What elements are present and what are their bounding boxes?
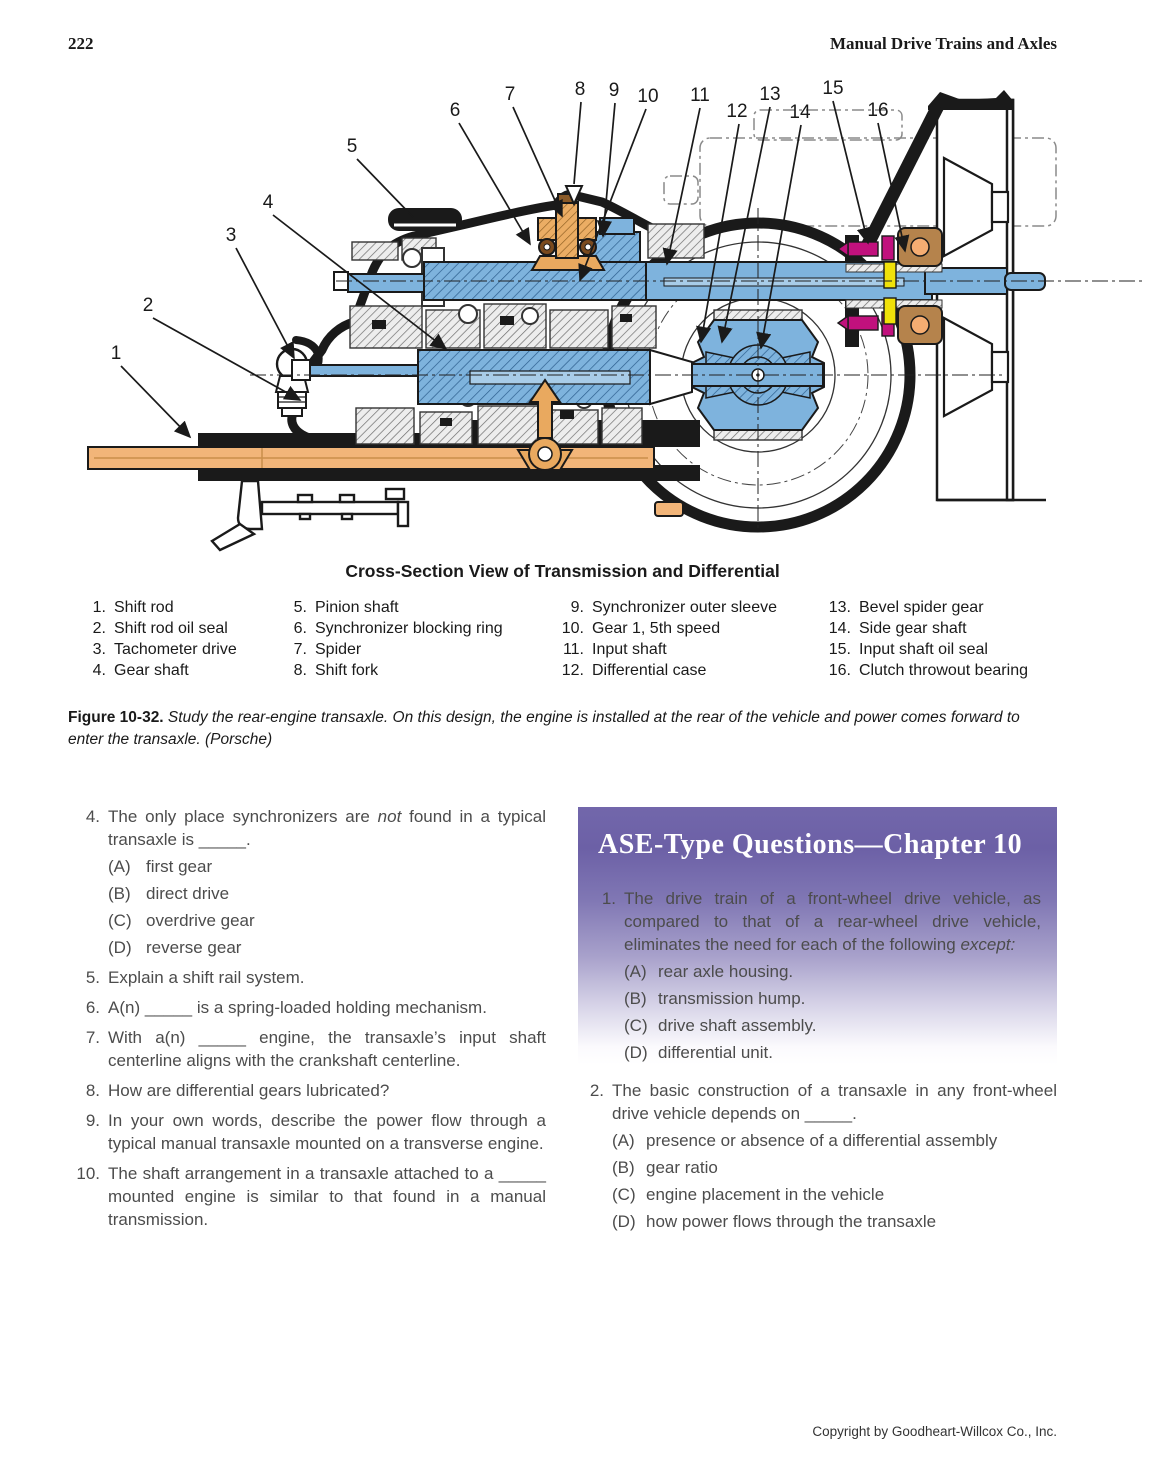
option-a: (A)rear axle housing.	[624, 962, 794, 981]
option-a: (A)presence or absence of a differential…	[612, 1131, 998, 1150]
callout-16: 16	[867, 100, 888, 121]
question-8: 8. How are differential gears lubricated…	[85, 1081, 390, 1100]
callout-7: 7	[505, 84, 516, 105]
option-b: (B)transmission hump.	[624, 989, 806, 1008]
question-5: 5. Explain a shift rail system.	[85, 968, 305, 987]
mounting-bracket	[210, 479, 410, 552]
copyright-footer: Copyright by Goodheart-Willcox Co., Inc.	[812, 1424, 1057, 1439]
legend-item: 16.Clutch throwout bearing	[828, 662, 1028, 679]
question-7: 7. With a(n) _____ engine, the transaxle…	[85, 1028, 546, 1070]
page-header: 222 Manual Drive Trains and Axles	[68, 34, 1057, 54]
callout-6: 6	[450, 100, 461, 121]
question-6: 6. A(n) _____ is a spring-loaded holding…	[85, 998, 487, 1017]
centerlines	[250, 208, 1146, 528]
callout-numbers: 1 2 3 4 5 6 7 8 9 10 11 12 13 14 15 16	[111, 78, 889, 364]
legend-item: 15.Input shaft oil seal	[828, 641, 988, 658]
shift-fork	[516, 378, 574, 471]
ase-question-2: 2. The basic construction of a transaxle…	[589, 1081, 1057, 1231]
option-d: (D)differential unit.	[624, 1043, 773, 1062]
callout-12: 12	[726, 101, 747, 122]
legend-item: 7.Spider	[293, 641, 362, 658]
legend-item: 9.Synchronizer outer sleeve	[570, 599, 777, 616]
callout-leaders	[120, 100, 910, 439]
option-c: (C)engine placement in the vehicle	[612, 1185, 885, 1204]
callout-1: 1	[111, 343, 122, 364]
transaxle-diagram: 1 2 3 4 5 6 7 8 9 10 11 12 13 14 15 16	[87, 78, 1146, 552]
callout-3: 3	[226, 225, 237, 246]
option-b: (B)gear ratio	[612, 1158, 718, 1177]
callout-5: 5	[347, 136, 358, 157]
seals-and-bearing	[836, 227, 943, 345]
figure-caption: Figure 10-32. Study the rear-engine tran…	[68, 707, 1057, 751]
option-d: (D)reverse gear	[108, 938, 242, 957]
ase-heading-box: ASE-Type Questions—Chapter 10 1. The dri…	[578, 807, 1057, 1065]
question-10: 10. The shaft arrangement in a transaxle…	[76, 1164, 546, 1229]
clutch-flywheel-panel	[928, 90, 1046, 502]
housing-strut	[860, 103, 944, 251]
option-a: (A)first gear	[108, 857, 213, 876]
callout-15: 15	[822, 78, 843, 99]
transaxle-cross-section-figure: 1 2 3 4 5 6 7 8 9 10 11 12 13 14 15 16	[0, 58, 1156, 563]
question-4: 4. The only place synchronizers are not …	[85, 807, 546, 957]
review-questions-column: 4. The only place synchronizers are not …	[68, 805, 546, 1238]
option-c: (C)drive shaft assembly.	[624, 1016, 817, 1035]
ase-question-1: 1. The drive train of a front-wheel driv…	[601, 889, 1041, 1062]
callout-2: 2	[143, 295, 154, 316]
option-c: (C)overdrive gear	[108, 911, 255, 930]
figure-title: Cross-Section View of Transmission and D…	[345, 561, 780, 581]
question-9: 9. In your own words, describe the power…	[85, 1111, 546, 1153]
legend-item: 6.Synchronizer blocking ring	[293, 620, 503, 637]
figure-caption-text: Study the rear-engine transaxle. On this…	[68, 709, 1020, 748]
callout-11: 11	[690, 85, 710, 106]
callout-4: 4	[263, 192, 274, 213]
clutch-pressure-plate	[942, 156, 1010, 418]
running-head: Manual Drive Trains and Axles	[829, 34, 1057, 53]
figure-caption-label: Figure 10-32.	[68, 709, 164, 726]
ase-heading: ASE-Type Questions—Chapter 10	[598, 829, 1023, 860]
figure-legend: 1.Shift rod 2.Shift rod oil seal 3.Tacho…	[88, 597, 1088, 681]
legend-item: 13.Bevel spider gear	[828, 599, 984, 616]
legend-item: 2.Shift rod oil seal	[92, 620, 228, 637]
legend-item: 3.Tachometer drive	[92, 641, 237, 658]
page-number: 222	[68, 34, 94, 53]
legend-item: 5.Pinion shaft	[293, 599, 399, 616]
legend-item: 10.Gear 1, 5th speed	[561, 620, 721, 637]
option-b: (B)direct drive	[108, 884, 230, 903]
legend-item: 11.Input shaft	[562, 641, 667, 658]
pinion-shaft	[291, 348, 693, 406]
legend-item: 14.Side gear shaft	[828, 620, 967, 637]
legend-item: 4.Gear shaft	[92, 662, 189, 679]
legend-item: 8.Shift fork	[293, 662, 379, 679]
legend-item: 12.Differential case	[561, 662, 707, 679]
callout-9: 9	[609, 80, 620, 101]
option-d: (D)how power flows through the transaxle	[612, 1212, 937, 1231]
shift-rod-group	[87, 378, 684, 517]
callout-13: 13	[759, 84, 780, 105]
notch-arrow	[564, 185, 584, 207]
callout-14: 14	[789, 102, 811, 123]
callout-10: 10	[637, 86, 658, 107]
callout-8: 8	[575, 79, 586, 100]
legend-item: 1.Shift rod	[92, 599, 174, 616]
drain-plug	[654, 501, 684, 517]
ase-questions-column: ASE-Type Questions—Chapter 10 1. The dri…	[578, 807, 1057, 1240]
housing-boss	[388, 208, 462, 231]
